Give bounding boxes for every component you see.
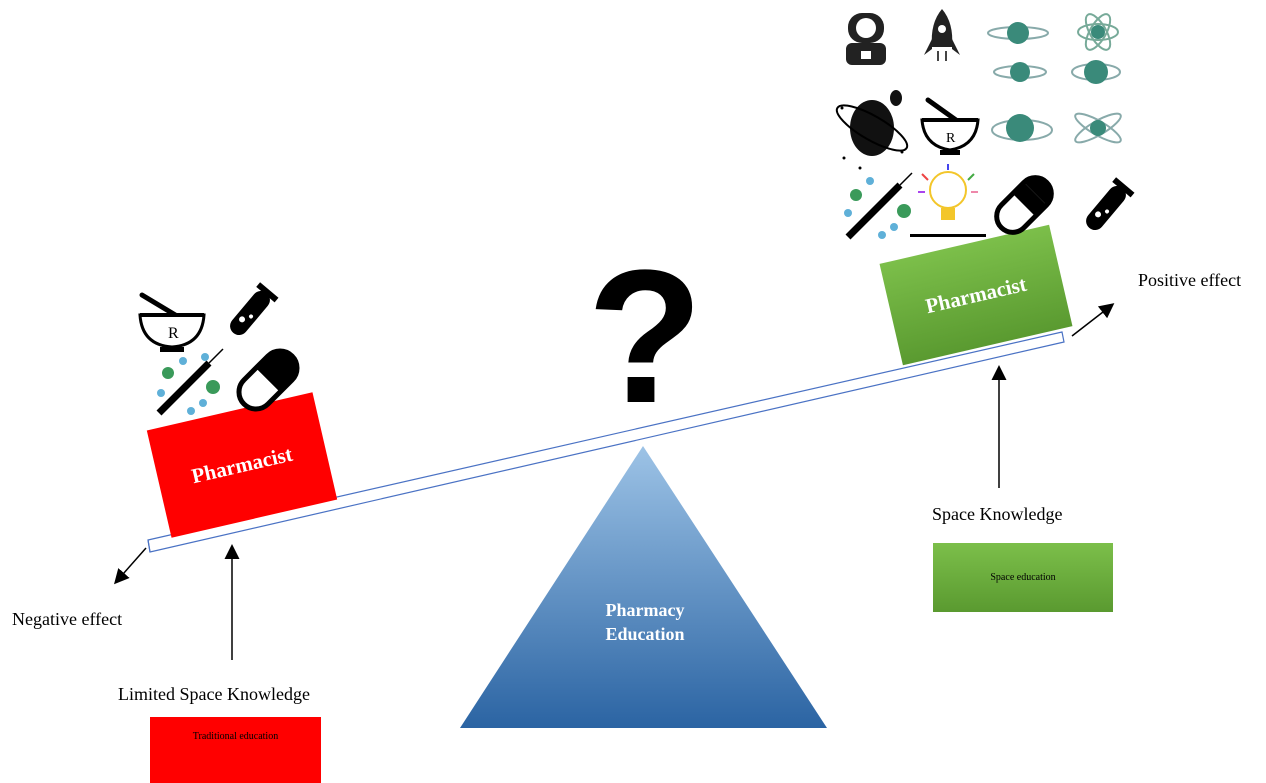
syringe-pills-icon: [844, 172, 913, 240]
space-knowledge-label: Space Knowledge: [932, 504, 1063, 524]
traditional-education-label: Traditional education: [192, 731, 279, 742]
satellite-icon: [1074, 112, 1122, 144]
positive-effect-arrow: [1071, 303, 1115, 337]
capsule-icon: [236, 348, 300, 412]
rocket-icon: [924, 9, 960, 61]
seesaw-beam: [147, 331, 1065, 553]
negative-effect-arrow: [114, 547, 147, 585]
planet-icon: [1071, 60, 1121, 84]
test-tube-icon: [230, 282, 279, 336]
planet-icon: [987, 22, 1049, 44]
svg-text:R: R: [946, 131, 956, 146]
syringe-pills-icon: [156, 348, 224, 416]
space-education-label: Space education: [990, 572, 1056, 583]
mortar-pestle-icon: R: [920, 97, 980, 155]
astronaut-icon: [846, 13, 886, 65]
space-education-box: Space education: [933, 543, 1113, 612]
traditional-education-box: Traditional education: [150, 717, 321, 783]
negative-effect-label: Negative effect: [12, 609, 123, 629]
fulcrum-label-line2: Education: [605, 624, 685, 644]
capsule-icon: [994, 175, 1054, 235]
fulcrum-label-line1: Pharmacy: [605, 600, 685, 620]
planet-icon: [993, 62, 1047, 82]
fulcrum-triangle: [460, 446, 827, 728]
atom-icon: [1077, 13, 1119, 51]
planet-dark-icon: [835, 90, 909, 170]
fulcrum-label: Pharmacy Education: [560, 598, 730, 646]
mortar-pestle-icon: R: [138, 292, 206, 352]
question-mark: ?: [587, 231, 703, 443]
planet-icon: [991, 114, 1053, 142]
left-pharmacist-box: Pharmacist: [146, 392, 338, 538]
positive-effect-label: Positive effect: [1138, 270, 1242, 290]
right-pharmacist-box: Pharmacist: [879, 224, 1073, 366]
test-tube-icon: [1086, 177, 1135, 231]
limited-space-knowledge-label: Limited Space Knowledge: [118, 684, 310, 704]
lightbulb-icon: [910, 164, 986, 237]
svg-text:R: R: [168, 325, 179, 342]
